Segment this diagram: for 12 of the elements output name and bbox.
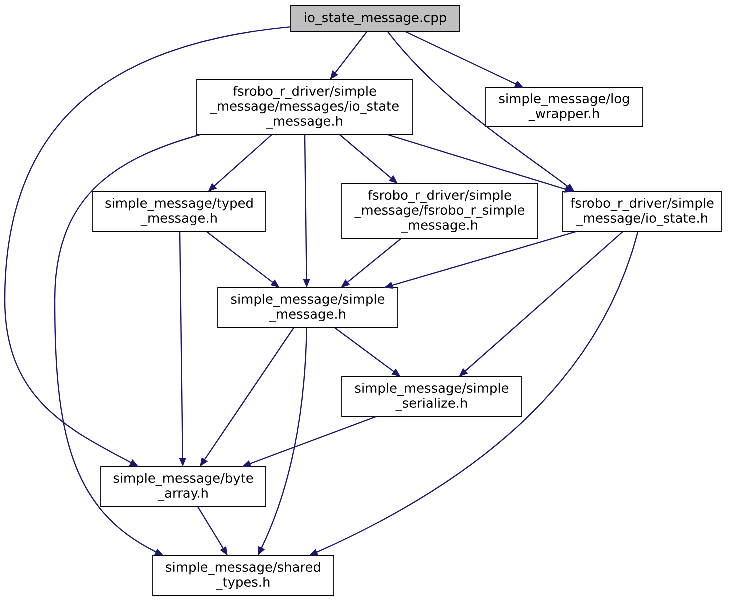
- file-box: fsrobo_r_driver/simple _message/io_state.h: [562, 192, 722, 232]
- file-box: fsrobo_r_driver/simple _message/messages/io_state _message.h: [196, 80, 414, 136]
- arrow: [54, 134, 200, 556]
- file-box: simple_message/typed _message.h: [92, 192, 266, 232]
- file-box: fsrobo_r_driver/simple _message/fsrobo_r_simple _message.h: [342, 184, 538, 240]
- file-box: simple_message/log _wrapper.h: [486, 88, 644, 128]
- file-box: simple_message/byte _array.h: [100, 466, 266, 508]
- arrow: [4, 26, 292, 467]
- file-box: io_state_message.cpp: [290, 6, 460, 32]
- file-box: simple_message/simple _serialize.h: [342, 376, 522, 418]
- file-box: simple_message/shared _types.h: [152, 556, 334, 596]
- file-box: simple_message/simple _message.h: [218, 288, 398, 328]
